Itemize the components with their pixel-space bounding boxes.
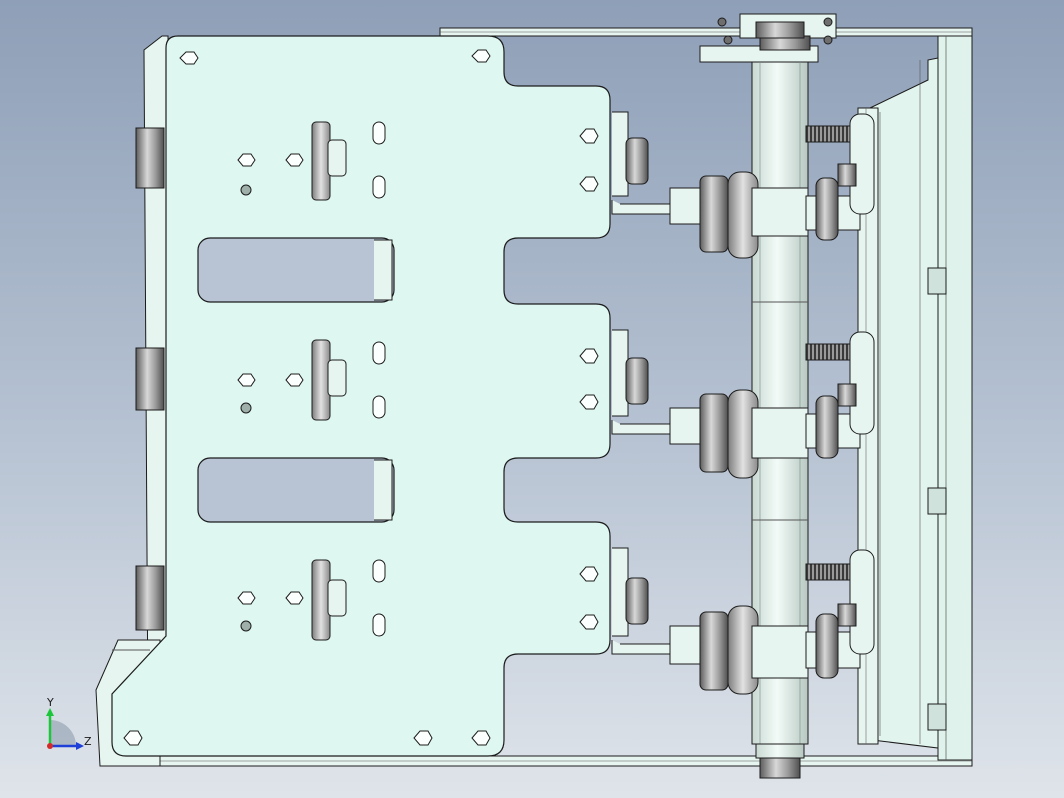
slot-cutout [197, 237, 395, 303]
slot-cutout [197, 457, 395, 523]
x-axis-icon [47, 743, 53, 749]
hex-nut-icon [837, 603, 857, 627]
pole-face-1 [237, 121, 386, 201]
triad-arc [50, 720, 76, 746]
view-triad: Y Z [46, 696, 92, 750]
knob-icon[interactable] [311, 559, 331, 641]
hex-nut-icon [837, 383, 857, 407]
hex-hole-icon [471, 49, 491, 63]
hex-hole-icon [471, 730, 491, 746]
hinge-icon [135, 347, 165, 411]
z-axis-label: Z [84, 735, 92, 748]
hex-hole-icon [123, 730, 143, 746]
pole-assembly-3[interactable] [611, 547, 875, 695]
hinge-icon [135, 127, 165, 189]
hex-hole-icon [179, 51, 199, 65]
hex-hole-icon [413, 730, 433, 746]
y-axis-label: Y [46, 696, 54, 709]
front-plate[interactable] [111, 35, 611, 757]
pole-assembly-2[interactable] [611, 329, 875, 479]
pole-assembly-1[interactable] [611, 111, 875, 259]
front-plate-outline [111, 35, 611, 757]
pole-face-3 [237, 559, 386, 641]
hex-nut-icon [837, 163, 857, 187]
knob-icon[interactable] [311, 121, 331, 201]
hex-nut-icon [755, 21, 805, 39]
right-side-panel [937, 35, 973, 761]
pole-face-2 [237, 339, 386, 421]
hinge-icon [135, 565, 165, 631]
knob-icon[interactable] [311, 339, 331, 421]
